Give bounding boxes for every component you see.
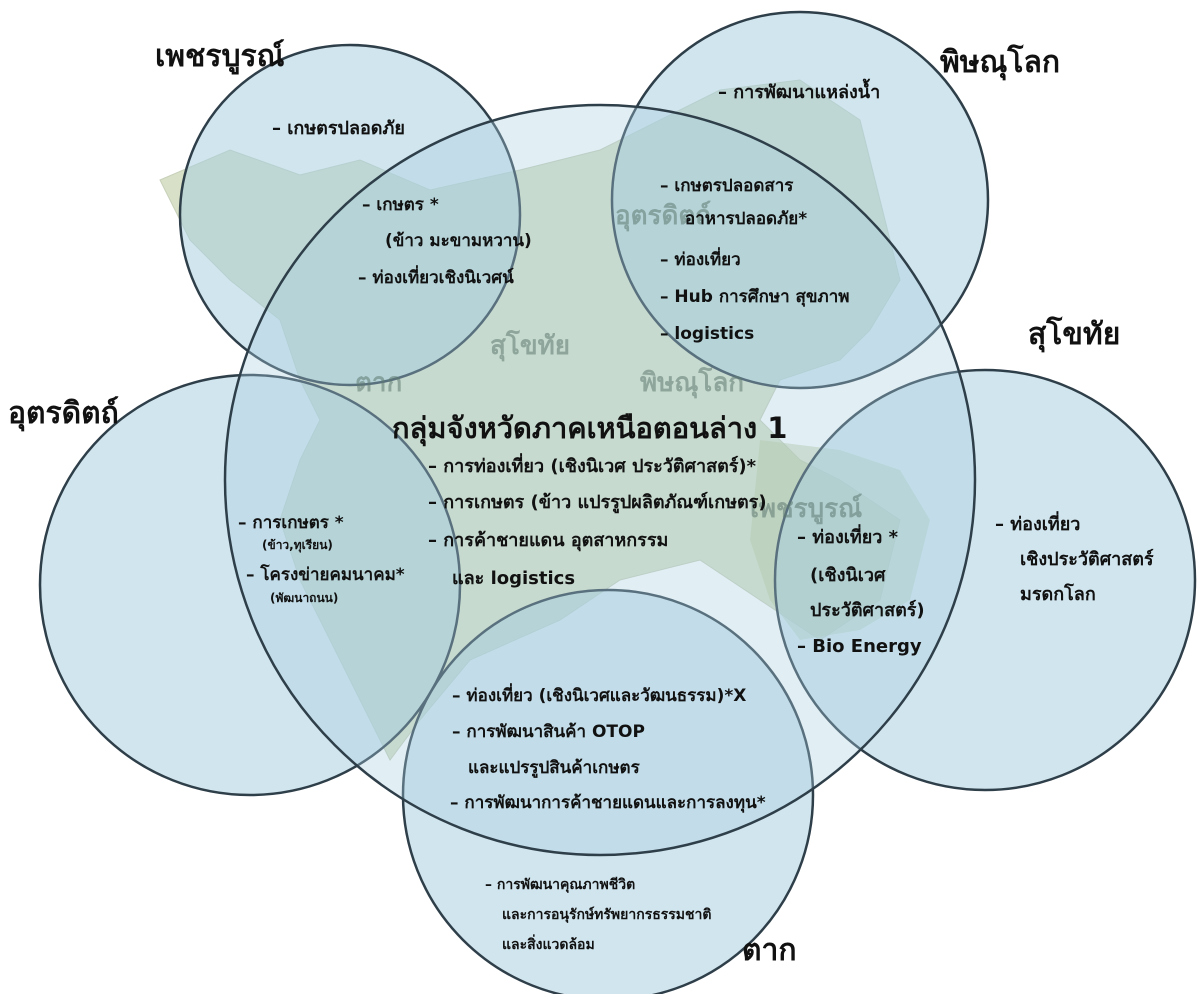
phitsanulok-item: – การพัฒนาแหล่งน้ำ xyxy=(718,82,881,103)
province-title-tak: ตาก xyxy=(742,933,797,968)
map-label-tak: ตาก xyxy=(355,368,403,398)
sukhothai-center-item: ประวัติศาสตร์) xyxy=(810,600,925,621)
center-item: และ logistics xyxy=(452,568,576,589)
tak-item: – การพัฒนาคุณภาพชีวิต xyxy=(485,877,636,893)
sukhothai-item: เชิงประวัติศาสตร์ xyxy=(1020,549,1154,570)
sukhothai-item: มรดกโลก xyxy=(1020,584,1096,605)
map-label-uttaradit: อุตรดิตถ์ xyxy=(615,201,711,231)
circle-uttaradit xyxy=(38,373,462,797)
map-label-phitsanulok: พิษณุโลก xyxy=(640,368,745,398)
phitsanulok-center-item: – Hub การศึกษา สุขภาพ xyxy=(660,287,850,307)
phetchabun-center-item: – ท่องเที่ยวเชิงนิเวศน์ xyxy=(358,268,514,288)
province-title-uttaradit: อุตรดิตถ์ xyxy=(8,396,119,431)
map-label-sukhothai: สุโขทัย xyxy=(490,331,570,361)
center-item: – การเกษตร (ข้าว แปรรูปผลิตภัณฑ์เกษตร) xyxy=(428,492,767,513)
sukhothai-center-item: – Bio Energy xyxy=(797,636,922,657)
tak-center-item: และแปรรูปสินค้าเกษตร xyxy=(468,758,640,778)
uttaradit-item: – โครงข่ายคมนาคม* xyxy=(246,565,405,585)
circle-phitsanulok xyxy=(610,10,990,390)
map-label-phetchabun: เพชรบูรณ์ xyxy=(750,494,863,524)
phitsanulok-center-item: อาหารปลอดภัย* xyxy=(685,209,808,229)
circle-center xyxy=(223,103,977,857)
phetchabun-center-item: (ข้าว มะขามหวาน) xyxy=(385,231,532,251)
province-title-sukhothai: สุโขทัย xyxy=(1028,317,1121,352)
sukhothai-center-item: – ท่องเที่ยว * xyxy=(797,527,899,548)
center-item: – การท่องเที่ยว (เชิงนิเวศ ประวัติศาสตร์… xyxy=(428,456,757,477)
phetchabun-center-item: – เกษตร * xyxy=(362,195,439,215)
uttaradit-item: – การเกษตร * xyxy=(238,513,344,533)
tak-item: และสิ่งแวดล้อม xyxy=(502,937,595,953)
center-title: กลุ่มจังหวัดภาคเหนือตอนล่าง 1 xyxy=(392,411,788,445)
uttaradit-item: (พัฒนาถนน) xyxy=(270,591,339,605)
uttaradit-item: (ข้าว,ทุเรียน) xyxy=(262,538,333,552)
center-item: – การค้าชายแดน อุตสาหกรรม xyxy=(428,530,669,551)
circle-sukhothai xyxy=(773,368,1197,792)
phitsanulok-center-item: – เกษตรปลอดสาร xyxy=(660,176,794,196)
tak-center-item: – การพัฒนาสินค้า OTOP xyxy=(452,722,645,742)
tak-center-item: – ท่องเที่ยว (เชิงนิเวศและวัฒนธรรม)*X xyxy=(452,686,747,706)
phetchabun-item: – เกษตรปลอดภัย xyxy=(272,118,405,139)
sukhothai-center-item: (เชิงนิเวศ xyxy=(810,565,886,586)
circle-phetchabun xyxy=(178,43,522,387)
circle-tak xyxy=(401,588,815,994)
tak-item: และการอนุรักษ์ทรัพยากรธรรมชาติ xyxy=(502,907,712,923)
phitsanulok-center-item: – ท่องเที่ยว xyxy=(660,250,741,270)
sukhothai-item: – ท่องเที่ยว xyxy=(995,514,1081,535)
province-title-phitsanulok: พิษณุโลก xyxy=(940,45,1061,80)
province-title-phetchabun: เพชรบูรณ์ xyxy=(155,39,285,74)
phitsanulok-center-item: – logistics xyxy=(660,324,755,344)
tak-center-item: – การพัฒนาการค้าชายแดนและการลงทุน* xyxy=(450,793,766,813)
